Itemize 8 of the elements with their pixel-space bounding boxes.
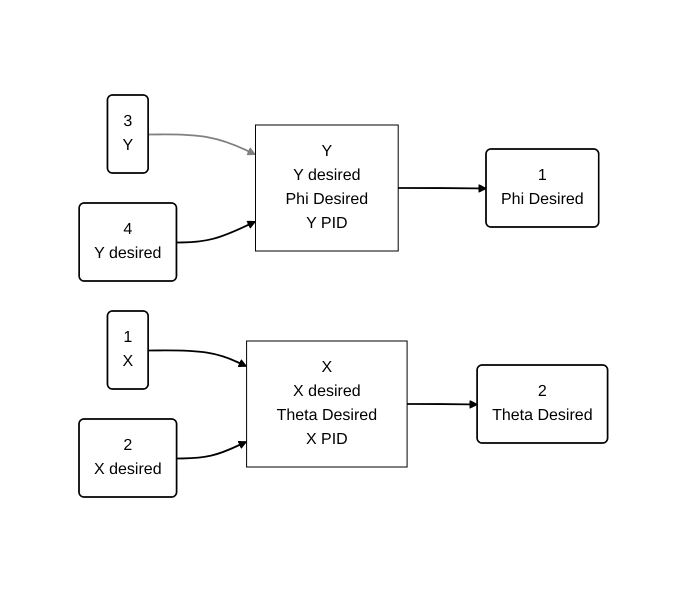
arrow xyxy=(148,132,256,155)
node-box: Y Y desired Phi Desired Y PID xyxy=(254,124,398,251)
arrow xyxy=(148,348,247,367)
arrow xyxy=(406,400,478,408)
node-box: X X desired Theta Desired X PID xyxy=(246,340,408,467)
arrow xyxy=(176,440,247,459)
arrow xyxy=(398,184,487,192)
arrow xyxy=(176,220,256,243)
